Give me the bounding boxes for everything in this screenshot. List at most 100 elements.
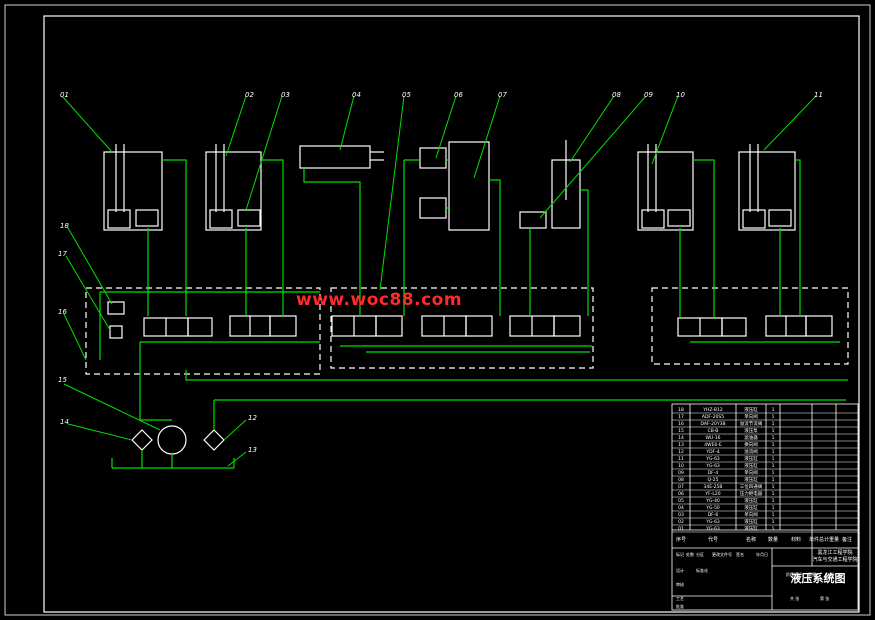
parts-cell: 16 xyxy=(678,421,684,427)
parts-cell: 1 xyxy=(772,526,775,532)
parts-cell: 单向阀 xyxy=(744,469,758,476)
callout-09: 09 xyxy=(644,91,653,99)
parts-cell: 液压缸 xyxy=(744,504,758,511)
parts-cell: 34E-25B xyxy=(703,484,722,490)
parts-cell: 1 xyxy=(772,519,775,525)
title-block-label: 重量 xyxy=(808,571,816,577)
parts-cell: YF-L20 xyxy=(704,491,720,497)
parts-cell: 1 xyxy=(772,470,775,476)
parts-cell: 18 xyxy=(678,407,684,413)
callout-01: 01 xyxy=(60,91,69,99)
callout-03: 03 xyxy=(281,91,290,99)
parts-cell: 02 xyxy=(678,519,684,525)
parts-cell: YG-50 xyxy=(705,505,720,511)
inner-frame xyxy=(43,15,860,613)
parts-cell: 液压缸 xyxy=(744,497,758,504)
parts-cell: YG-63 xyxy=(705,519,720,525)
title-block-label: 处数 xyxy=(686,551,694,557)
parts-cell: YG-63 xyxy=(705,456,720,462)
title-block-label: 批准 xyxy=(676,603,684,609)
parts-cell: 单向阀 xyxy=(744,413,758,420)
drawing-title: 液压系统图 xyxy=(791,571,846,585)
callout-07: 07 xyxy=(498,91,507,99)
header-col: 单件总计重量 xyxy=(809,536,839,543)
callout-18: 18 xyxy=(60,222,69,230)
title-block xyxy=(671,403,859,611)
parts-cell: 溢流节流阀 xyxy=(740,420,763,427)
parts-cell: 1 xyxy=(772,428,775,434)
parts-cell: 1 xyxy=(772,449,775,455)
title-block-label: 签名 xyxy=(736,551,744,557)
parts-cell: 滤油器 xyxy=(744,434,758,441)
parts-cell: 1 xyxy=(772,484,775,490)
parts-cell: 03 xyxy=(678,512,684,518)
parts-cell: 单向阀 xyxy=(744,511,758,518)
callout-08: 08 xyxy=(612,91,621,99)
parts-cell: 1 xyxy=(772,435,775,441)
parts-cell: WU-16 xyxy=(705,435,720,441)
parts-cell: 1 xyxy=(772,421,775,427)
header-col: 数量 xyxy=(768,536,778,543)
parts-cell: YDF-4 xyxy=(705,449,719,455)
parts-cell: 14 xyxy=(678,435,684,441)
parts-cell: 1 xyxy=(772,512,775,518)
parts-cell: 4WE6-E xyxy=(704,442,722,448)
parts-cell: 1 xyxy=(772,491,775,497)
outer-frame xyxy=(4,4,871,616)
callout-13: 13 xyxy=(248,446,257,454)
parts-cell: 液压缸 xyxy=(744,406,758,413)
parts-cell: 液压缸 xyxy=(744,525,758,532)
parts-cell: 1 xyxy=(772,505,775,511)
org-line2: 汽车与交通工程学院 xyxy=(812,556,857,563)
header-col: 备注 xyxy=(842,536,852,543)
callout-06: 06 xyxy=(454,91,463,99)
parts-cell: 1 xyxy=(772,456,775,462)
org-line1: 黑龙江工程学院 xyxy=(817,549,852,556)
parts-cell: DF-4 xyxy=(708,470,719,476)
title-block-label: 分区 xyxy=(696,551,704,557)
parts-cell: 1 xyxy=(772,442,775,448)
parts-cell: 1 xyxy=(772,477,775,483)
parts-cell: 压力继电器 xyxy=(740,490,763,497)
callout-10: 10 xyxy=(676,91,685,99)
parts-cell: 液压泵 xyxy=(744,427,758,434)
parts-cell: 17 xyxy=(678,414,684,420)
callout-11: 11 xyxy=(814,91,823,99)
title-block-label: 标准化 xyxy=(696,567,708,573)
parts-cell: 1 xyxy=(772,407,775,413)
callout-02: 02 xyxy=(245,91,254,99)
title-block-label: 第 张 xyxy=(820,595,829,601)
parts-cell: 1 xyxy=(772,463,775,469)
watermark: www.woc88.com xyxy=(296,290,463,310)
parts-cell: YG-40 xyxy=(705,498,720,504)
callout-04: 04 xyxy=(352,91,361,99)
parts-cell: 溢流阀 xyxy=(744,448,758,455)
parts-cell: DF-6 xyxy=(708,512,719,518)
parts-cell: 液压缸 xyxy=(744,462,758,469)
parts-cell: 08 xyxy=(678,477,684,483)
parts-cell: DAF-20Y3B xyxy=(700,421,725,427)
parts-cell: 06 xyxy=(678,491,684,497)
title-block-label: 比例 xyxy=(826,571,834,577)
callout-12: 12 xyxy=(248,414,257,422)
callout-15: 15 xyxy=(58,376,67,384)
header-col: 材料 xyxy=(791,536,801,543)
parts-cell: CB-B xyxy=(708,428,719,434)
parts-cell: 07 xyxy=(678,484,684,490)
parts-cell: 液压缸 xyxy=(744,455,758,462)
title-block-label: 标记 xyxy=(676,551,684,557)
parts-cell: 13 xyxy=(678,442,684,448)
title-block-label: 阶段标记 xyxy=(786,571,802,577)
parts-cell: 换向阀 xyxy=(744,441,758,448)
parts-cell: 三位四通阀 xyxy=(740,483,763,490)
parts-cell: 液压缸 xyxy=(744,518,758,525)
parts-cell: 05 xyxy=(678,498,684,504)
parts-cell: YG-63 xyxy=(705,463,720,469)
header-col: 代号 xyxy=(708,536,718,543)
parts-cell: ADF-20S5 xyxy=(702,414,724,420)
callout-17: 17 xyxy=(58,250,67,258)
title-block-label: 设计 xyxy=(676,567,684,573)
callout-16: 16 xyxy=(58,308,67,316)
title-block-label: 共 张 xyxy=(790,595,799,601)
